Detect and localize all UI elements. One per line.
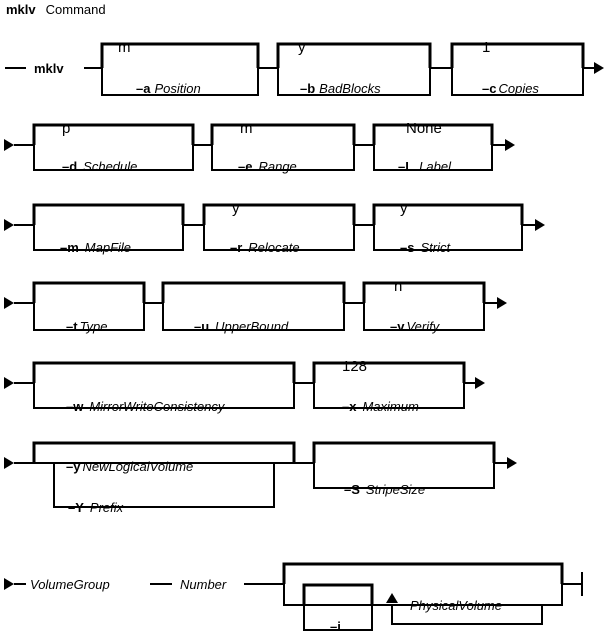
row3-default-strict: y xyxy=(400,200,408,217)
row1-default-copies: 1 xyxy=(482,39,490,56)
row7-start-arrow xyxy=(4,578,14,590)
row1-command: mklv xyxy=(34,61,64,76)
row7-repeat-arrow xyxy=(386,593,398,603)
row6-start-arrow xyxy=(4,457,14,469)
row4-default-verify: n xyxy=(394,278,402,295)
row3-start-arrow xyxy=(4,219,14,231)
row6-continue-arrow xyxy=(507,457,517,469)
row7-volume-group: VolumeGroup xyxy=(30,577,110,592)
row7-number: Number xyxy=(180,577,227,592)
row3-default-relocate: y xyxy=(232,200,240,217)
row5-start-arrow xyxy=(4,377,14,389)
row1-default-badblocks: y xyxy=(298,39,306,56)
diagram-title: mklv Command xyxy=(6,1,106,18)
row7-physical-volume: PhysicalVolume xyxy=(410,598,502,613)
row2-continue-arrow xyxy=(505,139,515,151)
title-command-word: Command xyxy=(46,2,106,17)
row5-default-maximum: 128 xyxy=(342,358,367,375)
title-command-name: mklv xyxy=(6,2,36,17)
row-7: VolumeGroup Number –i PhysicalVolume xyxy=(4,562,583,634)
row5-continue-arrow xyxy=(475,377,485,389)
row2-default-label: None xyxy=(406,120,442,137)
row2-default-range: m xyxy=(240,120,253,137)
row1-continue-arrow xyxy=(594,62,604,74)
row1-default-position: m xyxy=(118,39,131,56)
row2-start-arrow xyxy=(4,139,14,151)
row4-continue-arrow xyxy=(497,297,507,309)
row7-option-i: –i xyxy=(330,619,341,634)
row2-default-schedule: p xyxy=(62,120,70,137)
row4-start-arrow xyxy=(4,297,14,309)
row3-continue-arrow xyxy=(535,219,545,231)
